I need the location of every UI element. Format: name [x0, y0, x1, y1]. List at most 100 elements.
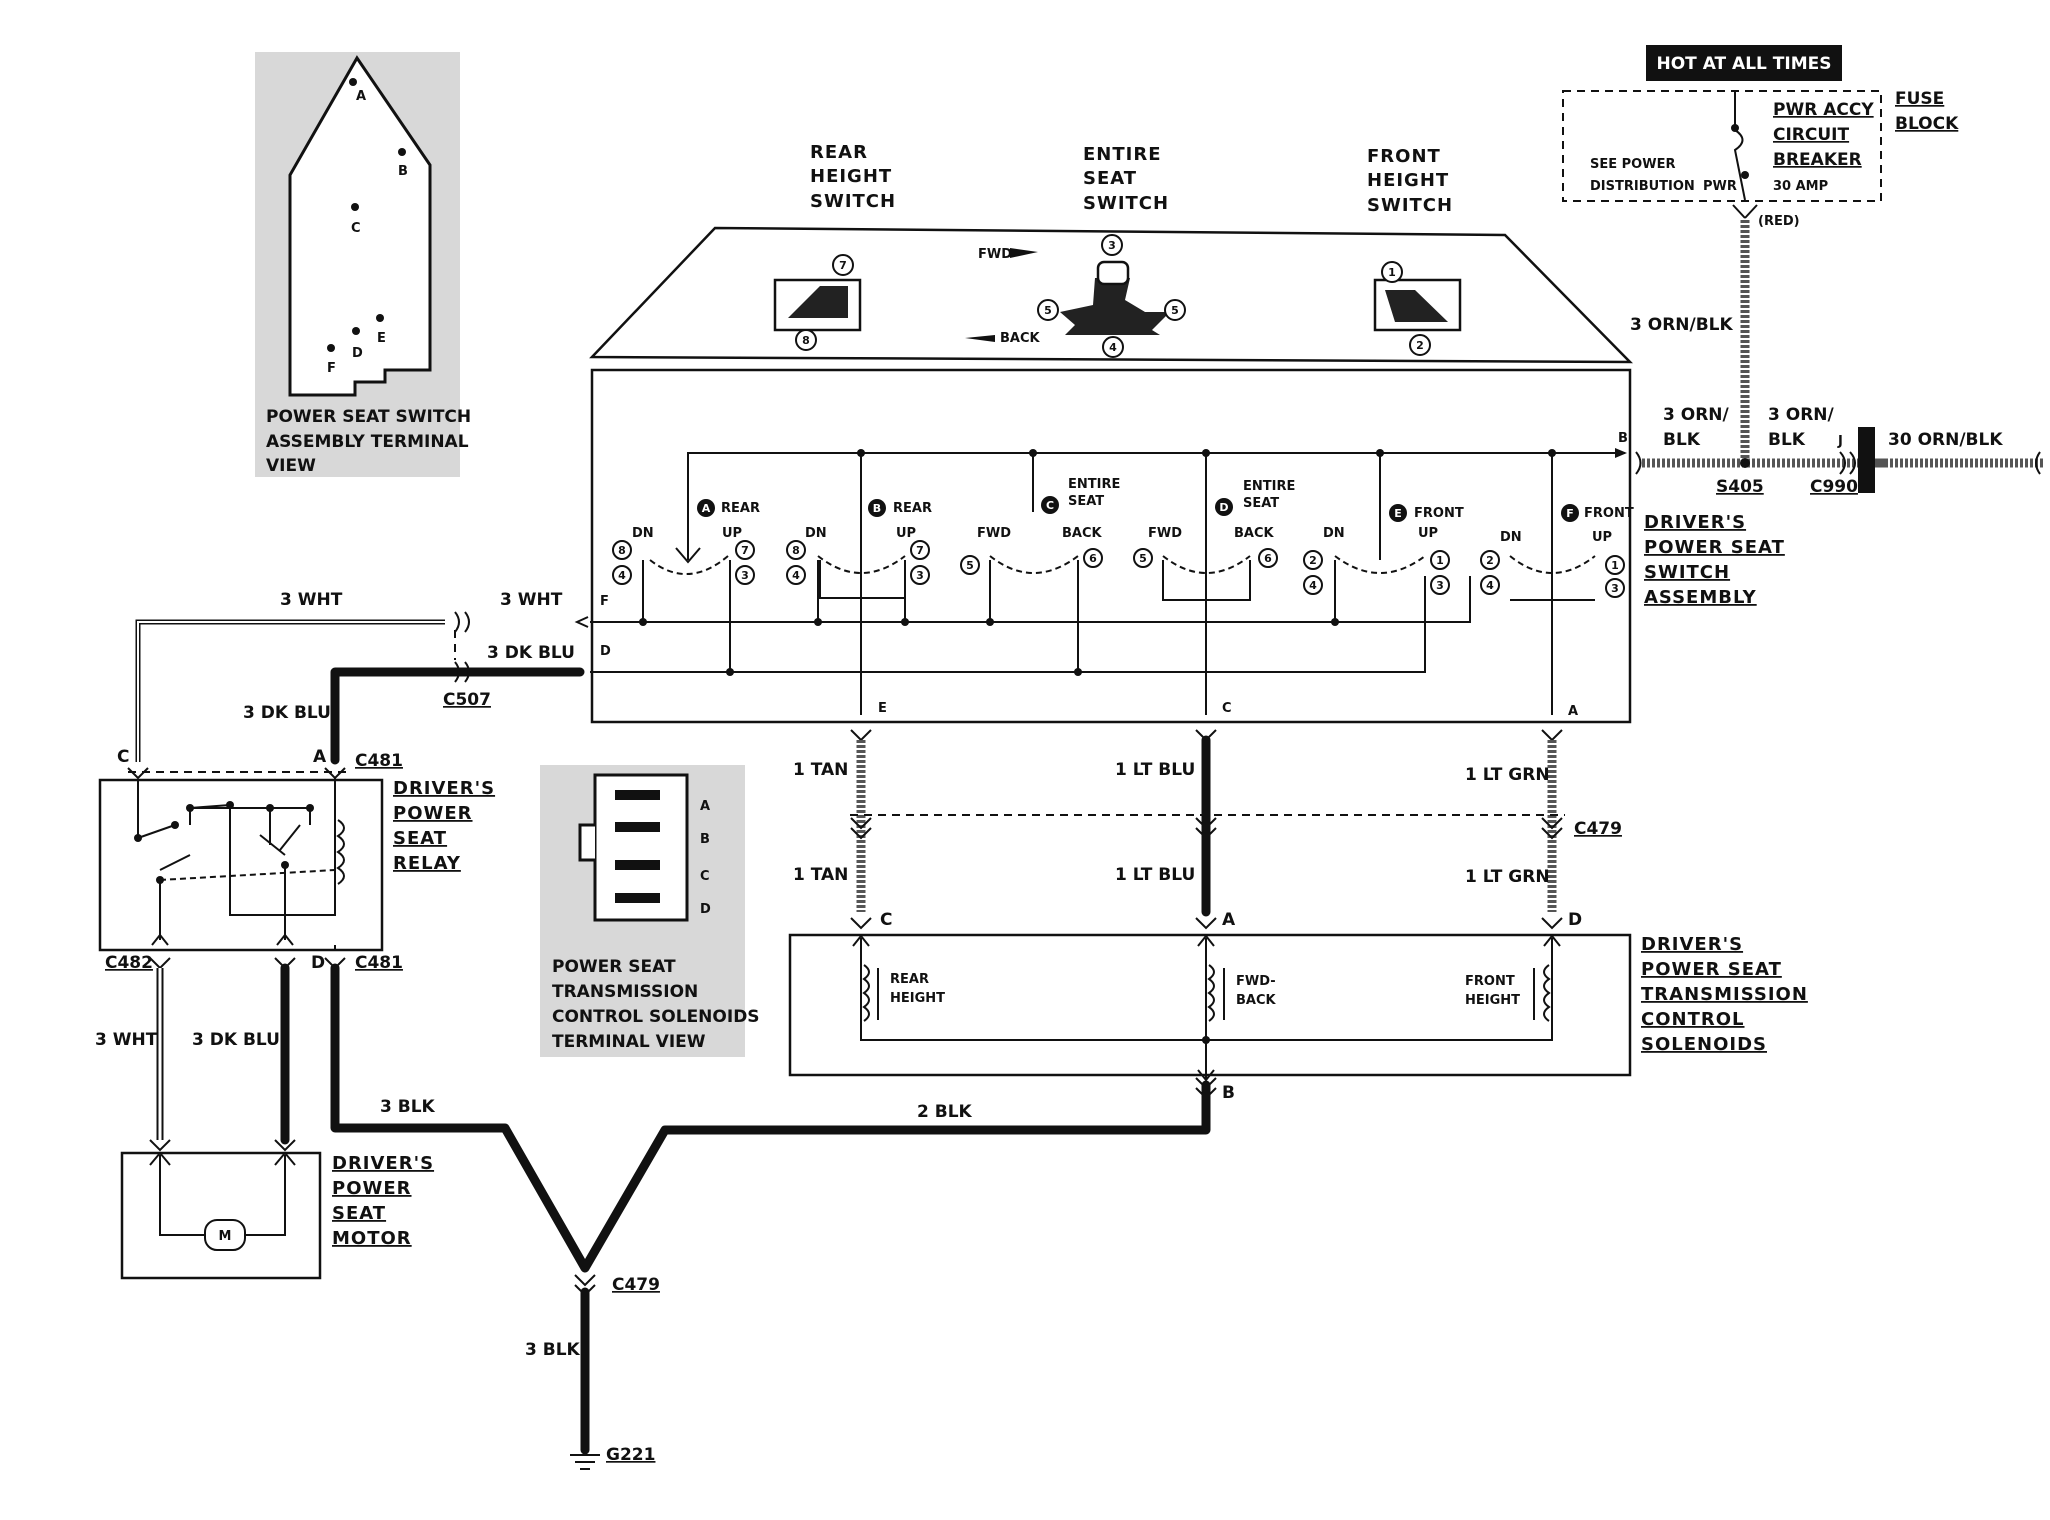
svg-text:5: 5 — [1044, 304, 1052, 317]
contact-b-label: REAR — [893, 501, 932, 516]
breaker-label-1: PWR ACCY — [1773, 100, 1874, 120]
sol-fwd-1: FWD- — [1236, 974, 1276, 989]
sol-rear-2: HEIGHT — [890, 991, 945, 1006]
pin-e-label: E — [878, 701, 887, 716]
terminal-view-caption-3: VIEW — [266, 456, 316, 476]
relay-feed-wires: 3 WHT 3 WHT 3 DK BLU C507 3 DK BLU — [135, 590, 589, 765]
svg-text:F: F — [1566, 507, 1574, 520]
terminal-letter-e: E — [377, 331, 386, 346]
sol-name-4: CONTROL — [1641, 1009, 1745, 1030]
dk-blu-label-3: 3 DK BLU — [192, 1030, 280, 1050]
relay-pin-c: C — [117, 747, 129, 767]
contact-a-right: UP — [722, 526, 742, 541]
blk3-label-2: 3 BLK — [525, 1340, 581, 1360]
svg-text:8: 8 — [618, 544, 626, 557]
pin-b-label: B — [1618, 431, 1628, 446]
svg-text:5: 5 — [1139, 552, 1147, 565]
c990-label: C990 — [1810, 477, 1858, 497]
rear-header-3: SWITCH — [810, 191, 896, 212]
switch-assembly-name-1: DRIVER'S — [1644, 512, 1746, 533]
front-header-2: HEIGHT — [1367, 170, 1449, 191]
pin-f-label: F — [600, 594, 609, 609]
entire-header-3: SWITCH — [1083, 193, 1169, 214]
svg-text:5: 5 — [966, 559, 974, 572]
lt-grn-label-1: 1 LT GRN — [1465, 765, 1550, 785]
switch-headers: REAR HEIGHT SWITCH ENTIRE SEAT SWITCH FR… — [810, 142, 1452, 216]
sol-view-caption-2: TRANSMISSION — [552, 982, 698, 1002]
svg-text:C: C — [1046, 499, 1054, 512]
pin-c-label: C — [1222, 701, 1232, 716]
dk-blu-label-1: 3 DK BLU — [487, 643, 575, 663]
front-height-rocker: 1 2 — [1373, 261, 1462, 356]
svg-text:8: 8 — [802, 334, 810, 347]
see-power-2: DISTRIBUTION — [1590, 179, 1695, 194]
sol-pin-c: C — [880, 910, 892, 930]
c482-label: C482 — [105, 953, 153, 973]
contact-e-label: FRONT — [1414, 506, 1464, 521]
svg-text:7: 7 — [741, 544, 749, 557]
svg-text:2: 2 — [1309, 554, 1317, 567]
tan-label-1: 1 TAN — [793, 760, 848, 780]
motor-name-2: POWER — [332, 1178, 412, 1199]
sol-name-1: DRIVER'S — [1641, 934, 1743, 955]
lt-grn-label-2: 1 LT GRN — [1465, 867, 1550, 887]
fuse-block-label-1: FUSE — [1895, 89, 1944, 109]
relay-name-1: DRIVER'S — [393, 778, 495, 799]
svg-text:8: 8 — [792, 544, 800, 557]
relay-pin-d: D — [311, 953, 325, 973]
svg-text:D: D — [1219, 501, 1228, 514]
svg-text:6: 6 — [1089, 552, 1097, 565]
contact-b-left: DN — [805, 526, 827, 541]
svg-text:3: 3 — [741, 569, 749, 582]
sol-pin-a: A — [1222, 910, 1236, 930]
svg-text:4: 4 — [792, 569, 800, 582]
terminal-view-caption-2: ASSEMBLY TERMINAL — [266, 432, 469, 452]
rear-header-2: HEIGHT — [810, 166, 892, 187]
blk2-label: 2 BLK — [917, 1102, 973, 1122]
contact-d-label-2: SEAT — [1243, 496, 1279, 511]
motor-feed-wires: C482 D C481 3 WHT 3 DK BLU — [95, 953, 403, 1152]
contact-f-right: UP — [1592, 530, 1612, 545]
svg-text:4: 4 — [1309, 579, 1317, 592]
wht-label-1: 3 WHT — [280, 590, 343, 610]
ground-wires: 3 BLK 2 BLK C479 3 BLK G221 — [330, 963, 1211, 1470]
contact-d-label-1: ENTIRE — [1243, 479, 1295, 494]
see-power-1: SEE POWER — [1590, 157, 1675, 172]
breaker-amp: 30 AMP — [1773, 179, 1828, 194]
svg-text:7: 7 — [839, 259, 847, 272]
switch-assembly-name-2: POWER SEAT — [1644, 537, 1785, 558]
svg-text:2: 2 — [1416, 339, 1424, 352]
pin-d-label: D — [600, 644, 611, 659]
svg-text:4: 4 — [1109, 341, 1117, 354]
switch-terminal-view: A B C D E F POWER SEAT SWITCH ASSEMBLY T… — [255, 52, 471, 477]
dk-blu-label-2: 3 DK BLU — [243, 703, 331, 723]
contact-a-label: REAR — [721, 501, 760, 516]
sol-view-a: A — [700, 799, 710, 814]
contact-c-left: FWD — [977, 526, 1011, 541]
breaker-label-3: BREAKER — [1773, 150, 1862, 170]
terminal-letter-c: C — [351, 221, 361, 236]
lt-blu-label-2: 1 LT BLU — [1115, 865, 1195, 885]
switch-assembly-box: B F D A — [590, 368, 1634, 724]
entire-seat-lever: 3 5 5 4 FWD BACK — [965, 234, 1186, 358]
sol-fwd-2: BACK — [1236, 993, 1277, 1008]
relay-name-3: SEAT — [393, 828, 447, 849]
contact-d-right: BACK — [1234, 526, 1275, 541]
relay-name-2: POWER — [393, 803, 473, 824]
motor-symbol: M — [219, 1229, 232, 1244]
c507-label: C507 — [443, 690, 491, 710]
fwd-panel-label: FWD — [978, 247, 1012, 262]
s405-label: S405 — [1716, 477, 1764, 497]
terminal-view-caption-1: POWER SEAT SWITCH — [266, 407, 471, 427]
solenoid-terminal-view: A B C D POWER SEAT TRANSMISSION CONTROL … — [540, 765, 760, 1057]
sol-name-2: POWER SEAT — [1641, 959, 1782, 980]
breaker-label-2: CIRCUIT — [1773, 125, 1849, 145]
fuse-block-label-2: BLOCK — [1895, 114, 1959, 134]
sol-pin-d: D — [1568, 910, 1582, 930]
svg-text:1: 1 — [1436, 554, 1444, 567]
sol-view-caption-1: POWER SEAT — [552, 957, 676, 977]
sol-name-5: SOLENOIDS — [1641, 1034, 1767, 1055]
contact-f: F FRONT DN UP — [1500, 504, 1634, 545]
contact-c: C ENTIRE SEAT FWD BACK — [977, 477, 1120, 541]
